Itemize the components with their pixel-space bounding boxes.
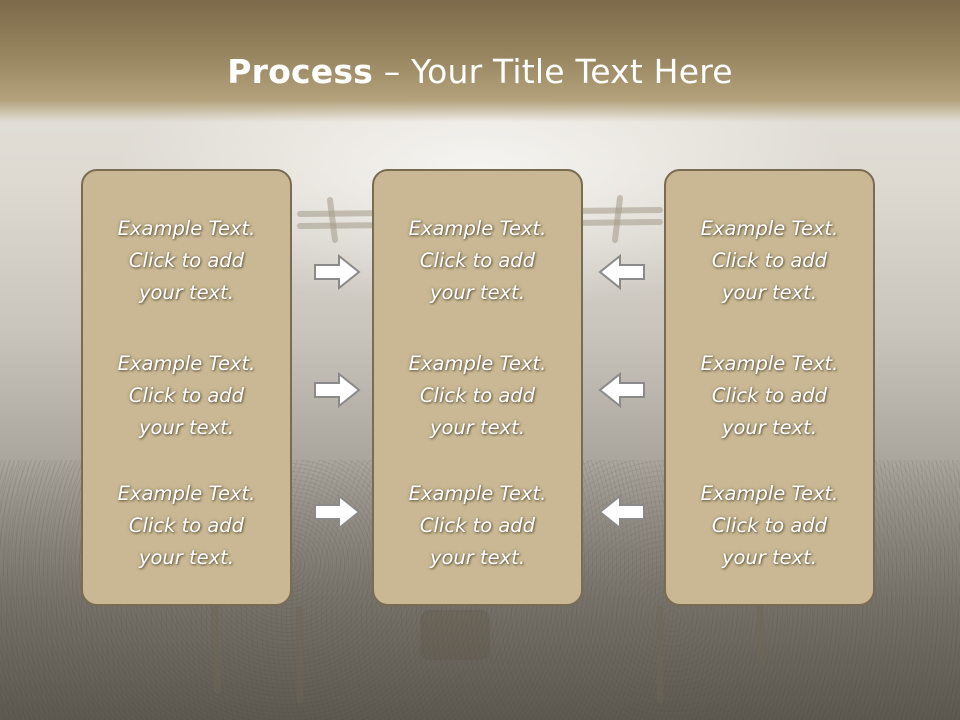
placeholder-text[interactable]: Example Text. Click to add your text.	[408, 217, 547, 304]
placeholder-text[interactable]: Example Text. Click to add your text.	[700, 482, 839, 569]
placeholder-text[interactable]: Example Text. Click to add your text.	[408, 352, 547, 439]
placeholder-text[interactable]: Example Text. Click to add your text.	[408, 482, 547, 569]
placeholder-text[interactable]: Example Text. Click to add your text.	[700, 352, 839, 439]
placeholder-text[interactable]: Example Text. Click to add your text.	[117, 217, 256, 304]
process-box-middle[interactable]: Example Text. Click to add your text. Ex…	[372, 169, 583, 606]
slide-title[interactable]: Process – Your Title Text Here	[0, 52, 960, 91]
process-box-right[interactable]: Example Text. Click to add your text. Ex…	[664, 169, 875, 606]
placeholder-text[interactable]: Example Text. Click to add your text.	[700, 217, 839, 304]
arrow-right-icon	[313, 493, 361, 531]
title-rest: – Your Title Text Here	[373, 52, 733, 91]
arrow-left-icon	[598, 253, 646, 291]
arrow-left-icon	[598, 371, 646, 409]
title-bold: Process	[227, 52, 374, 91]
arrow-right-icon	[313, 371, 361, 409]
arrow-right-icon	[313, 253, 361, 291]
arrow-left-icon	[598, 493, 646, 531]
placeholder-text[interactable]: Example Text. Click to add your text.	[117, 482, 256, 569]
title-bar	[0, 0, 960, 122]
process-box-left[interactable]: Example Text. Click to add your text. Ex…	[81, 169, 292, 606]
placeholder-text[interactable]: Example Text. Click to add your text.	[117, 352, 256, 439]
